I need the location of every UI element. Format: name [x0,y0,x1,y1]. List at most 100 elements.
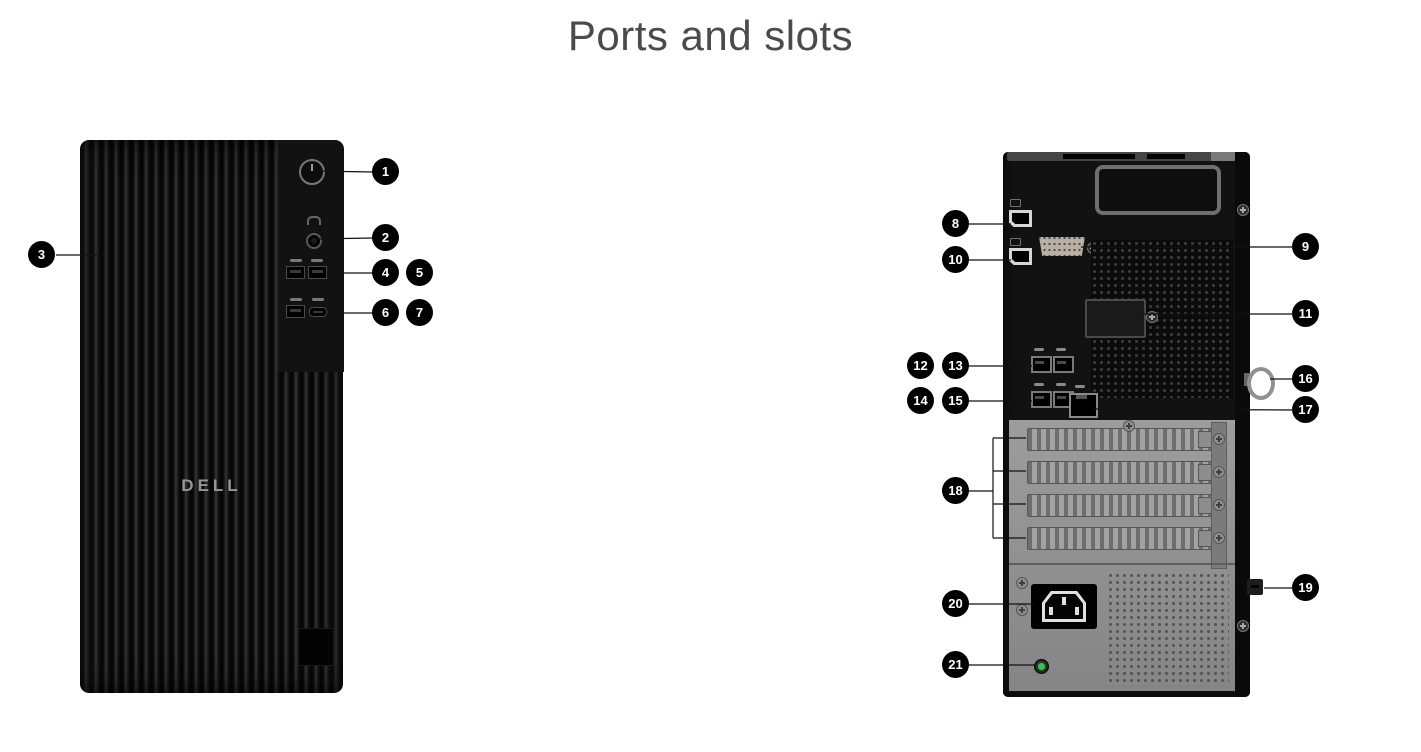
rear-handle [1095,165,1221,215]
rear-right-edge [1235,152,1250,697]
usb-tongue [1035,396,1044,399]
kensington-lock-slot [1247,579,1263,595]
usb-icon [1056,348,1066,351]
serial-port [1039,237,1085,256]
rear-usb-port-3 [1031,391,1052,408]
dell-logo: DELL [181,476,242,495]
slot-latch [1198,497,1212,514]
ethernet-icon [1075,385,1085,388]
displayport-port-1 [1009,210,1032,227]
callout-1: 1 [372,158,399,185]
socket-pin [1075,607,1079,615]
usb-icon [312,298,324,301]
callout-4: 4 [372,259,399,286]
screw-icon [1146,311,1158,323]
screw-icon [1237,620,1249,632]
power-button-icon [299,159,325,185]
front-usb-c-port [309,307,327,317]
optional-port-slot [1085,299,1146,338]
displayport-icon [1010,238,1021,246]
padlock-ring [1247,367,1275,400]
expansion-slot-cover-1 [1027,428,1212,451]
usb-tongue [312,270,323,273]
psu-divider [1009,563,1235,565]
slot-latch [1198,464,1212,481]
slot-latch [1198,530,1212,547]
displayport-port-2 [1009,248,1032,265]
power-icon [311,164,313,171]
screw-icon [1213,433,1225,445]
power-connector-port [1031,584,1097,629]
callout-6: 6 [372,299,399,326]
ethernet-port [1069,393,1098,418]
rear-view-image [1003,152,1250,697]
usb-tongue [313,311,323,313]
headset-jack [306,233,322,249]
callout-10: 10 [942,246,969,273]
eth-pins [1076,395,1087,399]
screw-icon [1213,532,1225,544]
callout-20: 20 [942,590,969,617]
callout-7: 7 [406,299,433,326]
usb-icon [1034,348,1044,351]
dp-inner [1012,213,1029,224]
callout-18: 18 [942,477,969,504]
front-usb-port-3 [286,305,305,318]
callout-12: 12 [907,352,934,379]
usb-tongue [290,309,301,312]
callout-15: 15 [942,387,969,414]
callout-21: 21 [942,651,969,678]
expansion-slot-cover-3 [1027,494,1212,517]
front-bottom-badge [298,628,334,666]
callout-9: 9 [1292,233,1319,260]
callout-16: 16 [1292,365,1319,392]
usb-tongue [1057,396,1066,399]
screw-icon [1016,577,1028,589]
headset-icon [307,216,321,225]
screw-icon [1213,499,1225,511]
rear-top-rail [1007,152,1246,161]
slot-latch [1198,431,1212,448]
front-view-image: DELL [80,140,344,693]
displayport-icon [1010,199,1021,207]
kensington-slot-hole [1251,585,1259,588]
usb-tongue [1035,361,1044,364]
usb-icon [290,298,302,301]
c14-socket [1042,591,1086,622]
socket-pin [1049,607,1053,615]
callout-17: 17 [1292,396,1319,423]
rear-usb-port-2 [1053,356,1074,373]
screw-icon [1213,466,1225,478]
expansion-slot-cover-4 [1027,527,1212,550]
psu-vent-grid [1107,572,1229,684]
page-title: Ports and slots [567,12,854,59]
usb-icon [311,259,323,262]
socket-pin [1062,597,1066,605]
callout-3: 3 [28,241,55,268]
callout-11: 11 [1292,300,1319,327]
rear-usb-port-1 [1031,356,1052,373]
front-usb-port-2 [308,266,327,279]
usb-icon [290,259,302,262]
jack-hole [311,238,317,244]
screw-icon [1123,420,1135,432]
led-dot [1038,663,1045,670]
screw-icon [1016,604,1028,616]
usb-tongue [290,270,301,273]
release-latch [1211,152,1237,161]
rail-slot [1147,154,1185,159]
power-supply-diagnostic-led [1034,659,1049,674]
callout-13: 13 [942,352,969,379]
screw-icon [1237,204,1249,216]
usb-tongue [1057,361,1066,364]
callout-2: 2 [372,224,399,251]
dp-inner [1012,251,1029,262]
expansion-slot-cover-2 [1027,461,1212,484]
callout-8: 8 [942,210,969,237]
callout-14: 14 [907,387,934,414]
callout-5: 5 [406,259,433,286]
callout-19: 19 [1292,574,1319,601]
usb-icon [1034,383,1044,386]
rail-slot [1063,154,1135,159]
usb-icon [1056,383,1066,386]
